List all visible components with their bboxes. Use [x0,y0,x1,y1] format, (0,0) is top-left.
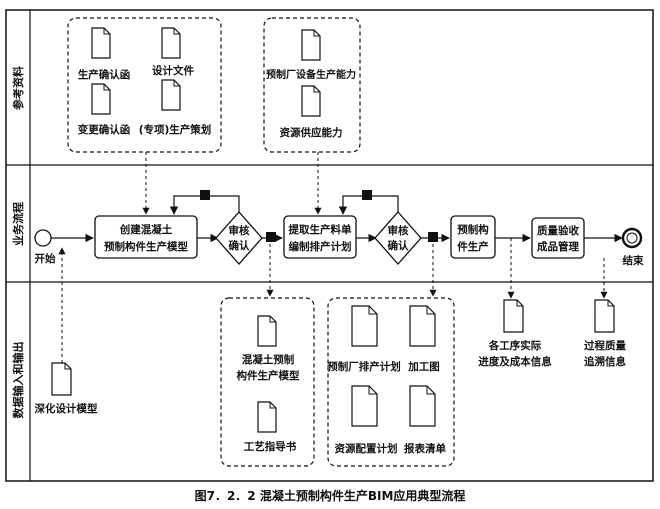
svg-text:提取生产料单: 提取生产料单 [289,223,352,236]
lane-label-business: 业务流程 [11,202,25,246]
document-icon [91,27,111,59]
svg-text:确认: 确认 [229,239,250,252]
svg-text:审核: 审核 [229,224,250,237]
output-group-a: 混凝土预制 构件生产模型 工艺指导书 [220,297,315,467]
doc-label-change: 变更确认函 [78,123,131,136]
svg-text:审核: 审核 [388,224,409,237]
doc-label-design: 设计文件 [152,64,194,77]
svg-text:加工图: 加工图 [407,360,440,373]
svg-text:质量验收: 质量验收 [537,224,579,237]
svg-text:预制构件生产模型: 预制构件生产模型 [104,240,188,253]
lane-label-data: 数据输入和输出 [11,342,25,419]
data-marker [200,190,210,200]
svg-text:确认: 确认 [388,239,409,252]
document-icon [257,315,277,347]
start-event [34,229,52,247]
step-production: 预制构 件生产 [450,215,496,259]
doc-quality-trace: 过程质量 追溯信息 [584,299,626,368]
svg-text:资源配置计划: 资源配置计划 [335,442,398,455]
document-icon [409,385,436,427]
gateway-review-1: 审核 确认 [215,211,263,265]
lane-label-reference: 参考资料 [11,66,25,110]
svg-text:报表清单: 报表清单 [404,442,446,455]
svg-text:预制厂排产计划: 预制厂排产计划 [327,360,401,373]
swimlane-frame [5,9,654,482]
step-extract-schedule: 提取生产料单 编制排产计划 [283,215,357,259]
svg-text:构件生产模型: 构件生产模型 [237,369,300,382]
svg-text:过程质量: 过程质量 [584,339,626,352]
doc-label-supply: 资源供应能力 [280,126,343,139]
document-icon [351,385,378,427]
svg-text:各工序实际: 各工序实际 [488,339,542,352]
figure-caption: 图7．2．2 混凝土预制构件生产BIM应用典型流程 [195,488,466,503]
data-marker [362,190,372,200]
document-icon [301,29,321,61]
data-marker [266,232,276,242]
doc-label-capacity: 预制厂设备生产能力 [266,68,356,81]
document-icon [409,305,436,347]
doc-deepened-model: 深化设计模型 [35,362,98,415]
process-flow: 开始 创建混凝土 预制构件生产模型 审核 确认 提取生产料单 编制排产计划 [34,190,644,267]
end-event [621,227,643,249]
gateway-review-2: 审核 确认 [374,211,422,265]
svg-text:件生产: 件生产 [457,240,489,253]
svg-text:预制构: 预制构 [457,223,489,236]
data-marker [428,232,438,242]
svg-text:深化设计模型: 深化设计模型 [35,402,98,415]
svg-text:成品管理: 成品管理 [537,240,579,253]
document-icon [351,305,378,347]
step-create-model: 创建混凝土 预制构件生产模型 [94,215,198,259]
reference-group-left: 生产确认函 设计文件 变更确认函 (专项)生产策划 [67,17,222,153]
output-group-b: 预制厂排产计划 加工图 资源配置计划 报表清单 [327,297,455,467]
reference-group-right: 预制厂设备生产能力 资源供应能力 [263,17,361,153]
document-icon [161,27,181,59]
svg-text:工艺指导书: 工艺指导书 [244,440,297,453]
doc-progress-cost: 各工序实际 进度及成本信息 [478,299,552,368]
svg-text:混凝土预制: 混凝土预制 [242,353,295,366]
svg-text:追溯信息: 追溯信息 [584,355,626,368]
document-icon [301,85,321,117]
svg-text:编制排产计划: 编制排产计划 [289,240,352,253]
svg-text:进度及成本信息: 进度及成本信息 [478,355,552,368]
svg-text:创建混凝土: 创建混凝土 [119,223,173,236]
end-label: 结束 [623,254,644,267]
doc-label-confirm: 生产确认函 [78,68,131,81]
start-label: 开始 [35,252,56,265]
doc-label-plan: (专项)生产策划 [139,123,212,136]
document-icon [161,79,181,111]
document-icon [91,83,111,115]
document-icon [257,401,277,433]
step-quality: 质量验收 成品管理 [531,217,585,259]
